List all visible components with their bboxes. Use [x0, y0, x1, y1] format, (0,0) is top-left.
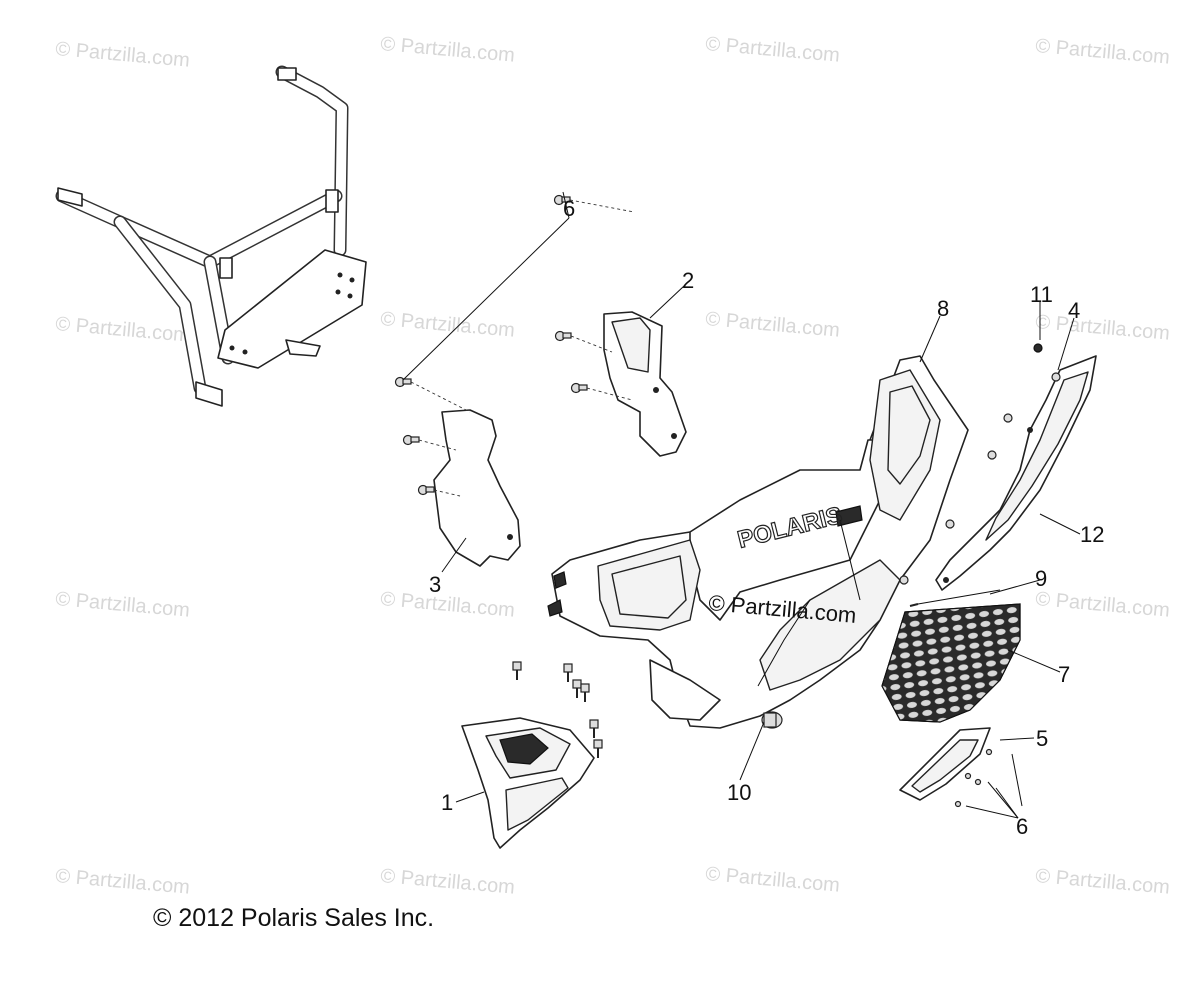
fasteners [899, 343, 1061, 585]
callout-6-top: 6 [563, 196, 575, 221]
screw [402, 434, 420, 446]
part-12-side-panel [935, 355, 1097, 591]
callout-1: 1 [441, 790, 453, 815]
callout-3: 3 [429, 572, 441, 597]
screw [570, 382, 588, 394]
watermark: © Partzilla.com [380, 33, 516, 67]
watermarks: © Partzilla.com © Partzilla.com © Partzi… [55, 33, 1171, 899]
callout-9: 9 [1035, 566, 1047, 591]
clip-fasteners [512, 661, 603, 758]
part-2-heat-shield [603, 311, 687, 457]
watermark: © Partzilla.com [705, 33, 841, 67]
callout-8: 8 [937, 296, 949, 321]
part-7-grille [881, 603, 1021, 723]
watermark: © Partzilla.com [55, 865, 191, 899]
watermark: © Partzilla.com [1035, 588, 1171, 622]
watermark: © Partzilla.com [1035, 311, 1171, 345]
watermark: © Partzilla.com [55, 313, 191, 347]
watermark: © Partzilla.com [55, 38, 191, 72]
watermark: © Partzilla.com [380, 865, 516, 899]
part-4-fastener [1051, 372, 1061, 382]
screw [554, 330, 572, 342]
callout-7: 7 [1058, 662, 1070, 687]
watermark: © Partzilla.com [1035, 865, 1171, 899]
callout-11: 11 [1030, 282, 1053, 307]
screw [553, 194, 571, 206]
callout-5: 5 [1036, 726, 1048, 751]
callout-12: 12 [1080, 522, 1104, 547]
part-9-screw [909, 589, 1001, 607]
part-11-nut [1033, 343, 1043, 353]
watermark: © Partzilla.com [1035, 35, 1171, 69]
screw [394, 376, 412, 388]
callouts: 6 2 3 8 11 4 12 9 7 5 6 10 1 [429, 196, 1104, 839]
screws-6 [394, 194, 635, 497]
watermark: © Partzilla.com [380, 588, 516, 622]
part-5-lower-plate [899, 727, 993, 808]
part-3-heat-shield [433, 409, 521, 567]
screw [417, 484, 435, 496]
callout-10: 10 [727, 780, 751, 805]
bumper-frame [55, 65, 367, 407]
copyright-text: © 2012 Polaris Sales Inc. [153, 904, 434, 932]
watermark: © Partzilla.com [55, 588, 191, 622]
part-10-grommet [761, 711, 783, 729]
part-1-side-vent [461, 717, 595, 849]
callout-4: 4 [1068, 298, 1080, 323]
callout-2: 2 [682, 268, 694, 293]
watermark: © Partzilla.com [705, 308, 841, 342]
watermark: © Partzilla.com [705, 863, 841, 897]
callout-6-bottom: 6 [1016, 814, 1028, 839]
part-8-front-fascia: POLARIS [547, 355, 969, 729]
leader-lines [402, 191, 1081, 819]
